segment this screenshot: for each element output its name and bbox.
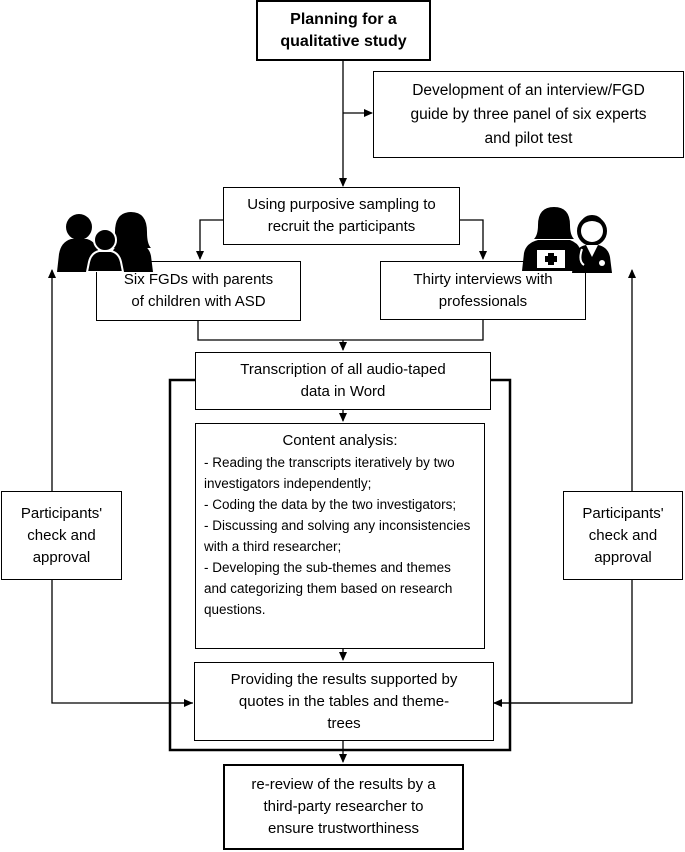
content-heading: Content analysis: xyxy=(282,432,398,449)
sampling-line-1: Using purposive sampling to xyxy=(247,196,436,213)
review-box: re-review of the results by a third-party… xyxy=(223,764,464,850)
left-check-box: Participants' check and approval xyxy=(1,491,122,580)
professionals-icon xyxy=(522,207,612,273)
content-item: - Discussing and solving any inconsisten… xyxy=(204,518,471,554)
arrow-results-to-left-check xyxy=(51,580,193,704)
content-analysis-box: Content analysis: - Reading the transcri… xyxy=(195,423,485,649)
arrow-results-to-right-check xyxy=(492,580,633,704)
right-check-line-1: Participants' xyxy=(582,504,664,522)
content-item: - Coding the data by the two investigato… xyxy=(204,497,457,512)
results-line-2: quotes in the tables and theme- xyxy=(238,692,450,710)
transcription-box: Transcription of all audio-taped data in … xyxy=(195,352,491,410)
right-check-line-3: approval xyxy=(594,548,652,566)
results-box: Providing the results supported by quotes… xyxy=(194,662,494,741)
line-interviews-merge xyxy=(343,319,484,341)
guide-line-3: and pilot test xyxy=(484,129,573,147)
sampling-box: Using purposive sampling to recruit the p… xyxy=(223,187,460,245)
transcription-line-1: Transcription of all audio-taped xyxy=(240,361,446,378)
interviews-line-2: professionals xyxy=(438,292,528,310)
guide-line-1: Development of an interview/FGD xyxy=(412,81,645,99)
family-icon xyxy=(57,212,153,272)
left-check-line-1: Participants' xyxy=(20,504,103,522)
sampling-line-2: recruit the participants xyxy=(267,218,416,235)
left-check-line-3: approval xyxy=(32,548,91,566)
review-line-2: third-party researcher to xyxy=(263,798,424,815)
guide-line-2: guide by three panel of six experts xyxy=(410,105,647,123)
guide-box: Development of an interview/FGD guide by … xyxy=(373,71,684,158)
planning-box: Planning for a qualitative study xyxy=(256,0,431,61)
arrow-sampling-to-interviews xyxy=(459,219,487,260)
review-line-1: re-review of the results by a xyxy=(251,776,436,793)
right-check-box: Participants' check and approval xyxy=(563,491,683,580)
planning-line-2: qualitative study xyxy=(280,32,407,50)
results-line-1: Providing the results supported by xyxy=(230,670,458,688)
content-item: - Developing the sub-themes and themes a… xyxy=(204,560,453,617)
content-item: - Reading the transcripts iteratively by… xyxy=(204,455,455,491)
arrow-sampling-to-fgd xyxy=(196,219,223,260)
right-check-line-2: check and xyxy=(588,526,658,544)
fgd-line-2: of children with ASD xyxy=(131,293,266,310)
review-line-3: ensure trustworthiness xyxy=(268,820,419,837)
interviews-line-1: Thirty interviews with xyxy=(413,270,553,288)
line-fgd-merge xyxy=(197,320,343,341)
planning-line-1: Planning for a xyxy=(290,10,397,28)
fgd-line-1: Six FGDs with parents xyxy=(123,271,274,288)
transcription-line-2: data in Word xyxy=(300,383,386,400)
left-check-line-2: check and xyxy=(27,526,96,544)
results-line-3: trees xyxy=(327,714,361,732)
